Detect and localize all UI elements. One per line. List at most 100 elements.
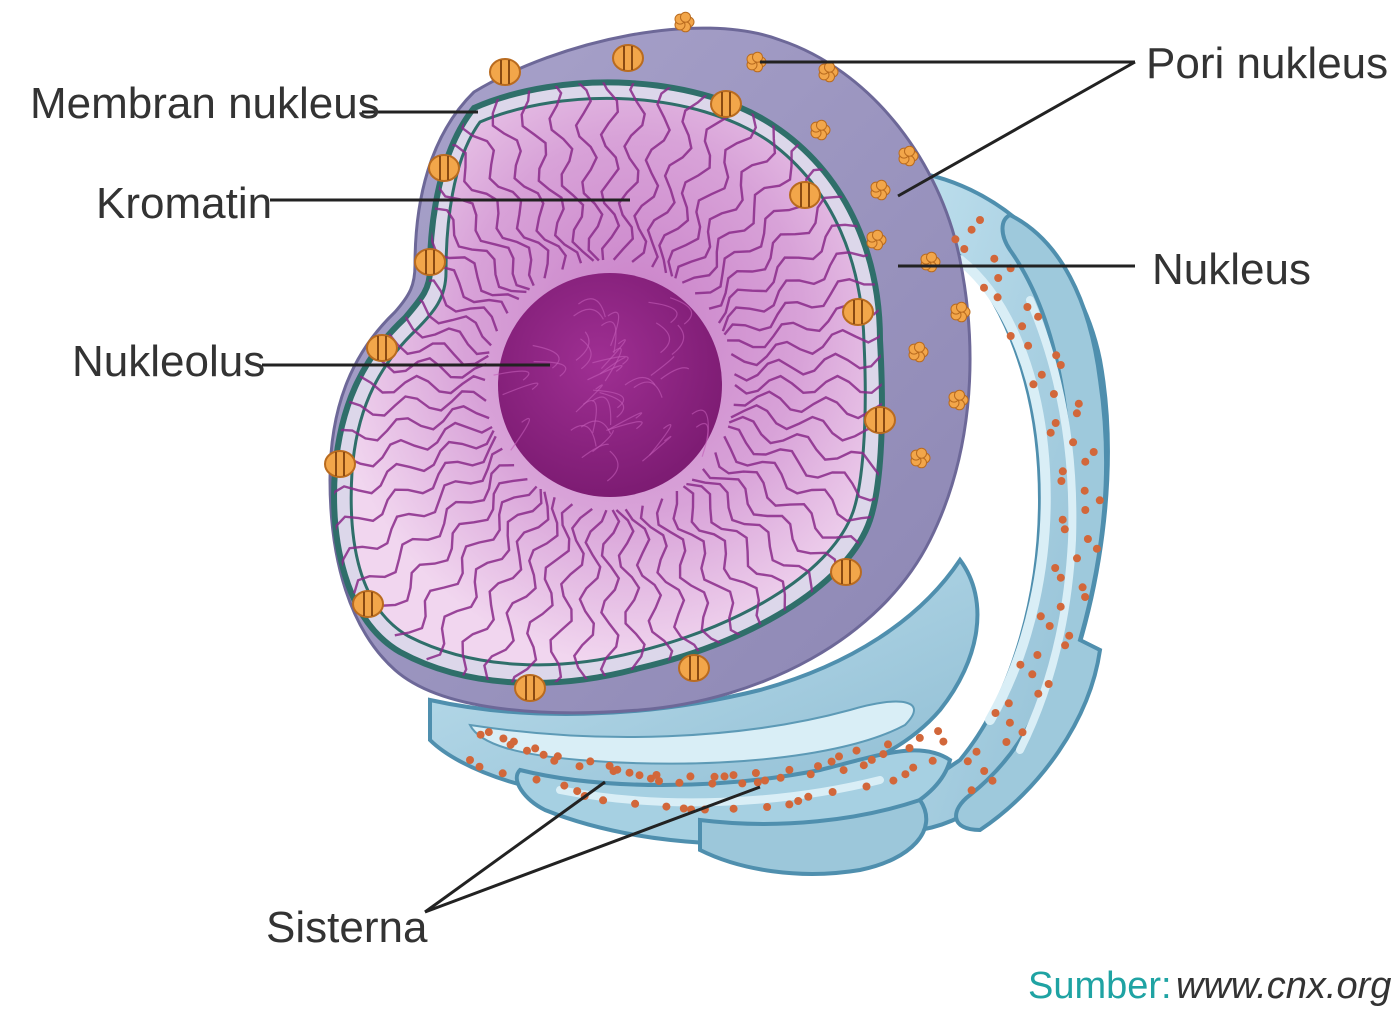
chromatin-fibre (426, 488, 543, 661)
ribosome-dot (1028, 670, 1037, 679)
ribosome-dot (599, 796, 608, 805)
ribosome-dot (1060, 525, 1069, 534)
ribosome-dot (1073, 554, 1081, 563)
ribosome-dot (476, 730, 485, 739)
chromatin-fibre (727, 425, 882, 519)
ribosome-dot (532, 775, 541, 784)
ribosome-dot (951, 235, 960, 244)
chromatin-fibre (537, 507, 593, 683)
source-site: www.cnx.org (1176, 965, 1391, 1007)
ribosome-dot (679, 804, 688, 813)
ribosome-dot (1083, 535, 1092, 543)
ribosome-dot (1051, 564, 1060, 572)
ribosome-dot (905, 744, 914, 752)
chromatin-fibre (353, 464, 515, 594)
ribosome-dot (993, 293, 1002, 302)
ribosome-dot (859, 761, 868, 770)
ribosome-dot (1061, 641, 1070, 650)
chromatin-fibre (334, 374, 486, 395)
chromatin-fibre (334, 430, 495, 517)
ribosome-dot (1033, 651, 1042, 659)
surface-pore (950, 301, 971, 323)
nucleolus-strand (624, 376, 656, 386)
chromatin-fibre (681, 134, 827, 284)
chromatin-fibre (734, 374, 882, 395)
surface-pore (910, 447, 931, 469)
ribosome-dot (753, 778, 762, 787)
ribosome-dot (835, 752, 843, 761)
ribosome-dot (1034, 312, 1043, 321)
ribosome-dot (1081, 506, 1090, 514)
ribosome-dot (776, 773, 785, 782)
ribosome-dot (1005, 718, 1014, 727)
ribosome-dot (652, 771, 661, 779)
nucleolus-strand (660, 367, 690, 380)
ribosome-dot (1089, 448, 1098, 456)
nucleolus-strand (581, 443, 609, 459)
ribosome-dot (889, 776, 898, 785)
ribosome-dot (1069, 438, 1078, 447)
label-membran-nukleus: Membran nukleus (30, 79, 380, 128)
ribosome-dot (806, 770, 815, 779)
ribosome-dot (1045, 622, 1054, 630)
ribosome-dot (1056, 361, 1065, 369)
ribosome-dot (499, 734, 508, 743)
ribosome-dot (1056, 602, 1065, 611)
ribosome-dot (613, 765, 622, 774)
ribosome-dot (1018, 728, 1027, 737)
chromatin-fibre (338, 447, 503, 575)
ribosome-dot (763, 803, 772, 811)
ribosome-dot (1081, 593, 1090, 601)
chromatin-fibre (460, 491, 550, 681)
ribosome-dot (967, 786, 976, 795)
surface-pore (870, 179, 891, 201)
chromatin-fibre (334, 390, 487, 423)
nucleolus-strand (607, 311, 620, 347)
chromatin-fibre (728, 415, 882, 481)
chromatin-fibre (612, 82, 653, 261)
ribosome-dot (506, 740, 515, 749)
ribosome-dot (1016, 660, 1025, 669)
ribosome-dot (1065, 631, 1074, 640)
nucleolus-strand (642, 435, 672, 462)
nucleolus-strand (575, 331, 590, 361)
ribosome-dot (901, 770, 910, 779)
ribosome-dot (710, 772, 719, 781)
ribosome-dot (1095, 496, 1104, 505)
ribosome-dot (934, 727, 943, 736)
ribosome-dot (980, 767, 989, 775)
nucleolus-strand (570, 425, 597, 447)
ribosome-dot (1029, 380, 1038, 389)
ribosome-dot (738, 779, 747, 788)
leader-sisterna-1 (424, 780, 606, 914)
chromatin-fibre (334, 405, 490, 453)
label-nukleus: Nukleus (1152, 245, 1311, 294)
ribosome-dot (976, 216, 984, 224)
ribosome-dot (708, 779, 717, 788)
ribosome-dot (1072, 409, 1081, 418)
ribosome-dot (575, 762, 584, 771)
ribosome-dot (785, 800, 794, 809)
nucleolus-strand (606, 421, 643, 431)
ribosome-dot (915, 733, 924, 742)
ribosome-dot (828, 788, 837, 796)
nuclear-pore (414, 248, 446, 276)
ribosome-dot (1046, 428, 1055, 437)
ribosome-dot (1078, 583, 1087, 592)
ribosome-dot (988, 776, 997, 785)
surface-pore (818, 61, 839, 83)
nucleolus-strand (669, 297, 693, 325)
nucleolus-strand (633, 381, 663, 398)
nucleolus-strand (599, 356, 626, 375)
ribosome-dot (655, 777, 663, 786)
nucleolus-strand (671, 324, 685, 355)
surface-pore (920, 251, 941, 273)
nucleolus-strand (510, 417, 531, 451)
nucleolus-strand (592, 355, 629, 365)
nucleolus-strand (502, 382, 539, 396)
leader-sisterna-2 (424, 785, 761, 914)
ribosome-dot (1024, 341, 1033, 350)
chromatin-fibre (536, 82, 595, 262)
nuclear-pore (612, 44, 644, 72)
ribosome-dot (867, 755, 876, 764)
